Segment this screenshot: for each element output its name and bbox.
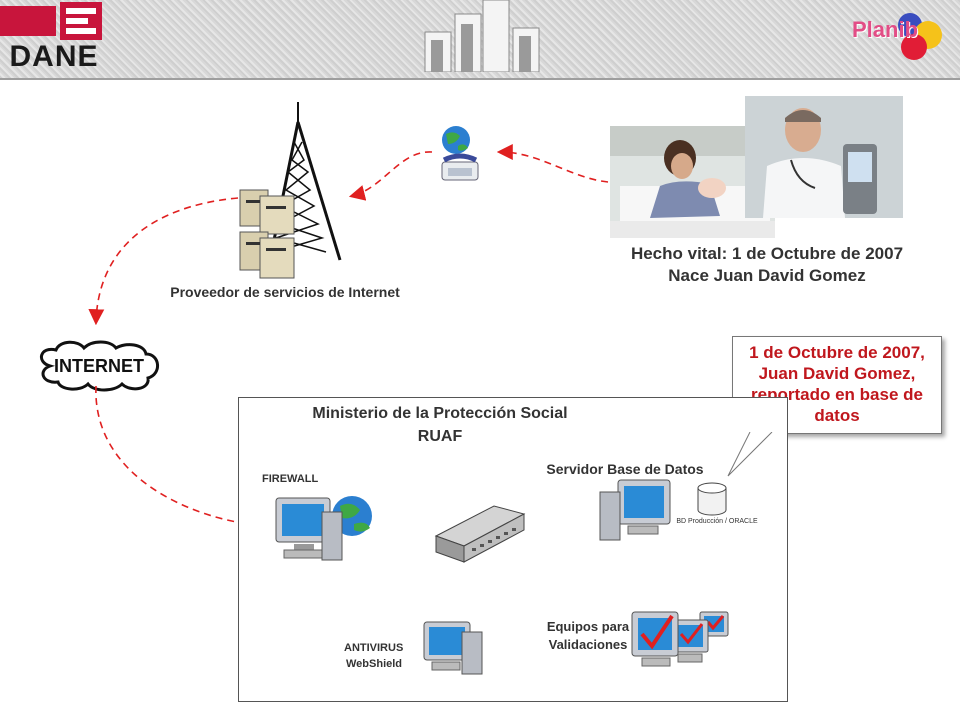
validation-label-1: Equipos para: [546, 619, 630, 634]
network-switch-icon: [434, 502, 526, 564]
callout-line-1: 1 de Octubre de 2007,: [749, 343, 925, 362]
ministry-title: Ministerio de la Protección Social: [312, 405, 568, 422]
antivirus-computer-icon: [418, 618, 486, 676]
callout-line-3: reportado en base de: [751, 385, 923, 404]
server-label: Servidor Base de Datos: [546, 461, 704, 477]
plan-logo-text: Planib: [852, 17, 919, 42]
antivirus-label-1: ANTIVIRUS: [344, 642, 404, 654]
server-rack-icon: [238, 184, 300, 280]
callout-box: 1 de Octubre de 2007, Juan David Gomez, …: [732, 336, 942, 434]
callout-pointer-tip: [727, 432, 773, 477]
internet-label: INTERNET: [54, 356, 144, 376]
ministry-subtitle: RUAF: [417, 428, 463, 445]
db-server-computer-icon: [598, 478, 672, 542]
db-label: BD Producción / ORACLE: [676, 518, 758, 525]
event-line-1: Hecho vital: 1 de Octubre de 2007: [630, 244, 904, 263]
antivirus-label-2: WebShield: [346, 658, 403, 670]
bar-graphic: [415, 0, 545, 73]
doctor-photo: [745, 96, 903, 218]
dane-logo-text: DANE: [9, 40, 99, 73]
callout-line-2: Juan David Gomez,: [758, 364, 916, 383]
firewall-computer-icon: [274, 490, 376, 568]
event-line-2: Nace Juan David Gomez: [668, 266, 866, 285]
plan-logo: [852, 5, 952, 63]
callout-line-4: datos: [814, 406, 860, 425]
isp-label: Proveedor de servicios de Internet: [170, 284, 400, 300]
validation-label-2: Validaciones: [548, 637, 628, 652]
database-icon: [696, 482, 728, 516]
internet-cloud-icon: [34, 340, 164, 392]
dane-logo: [0, 0, 108, 70]
firewall-label: FIREWALL: [262, 473, 319, 485]
globe-phone-icon: [436, 124, 480, 186]
antenna-tower-icon: [264, 102, 344, 262]
validation-computers-icon: [628, 606, 736, 680]
